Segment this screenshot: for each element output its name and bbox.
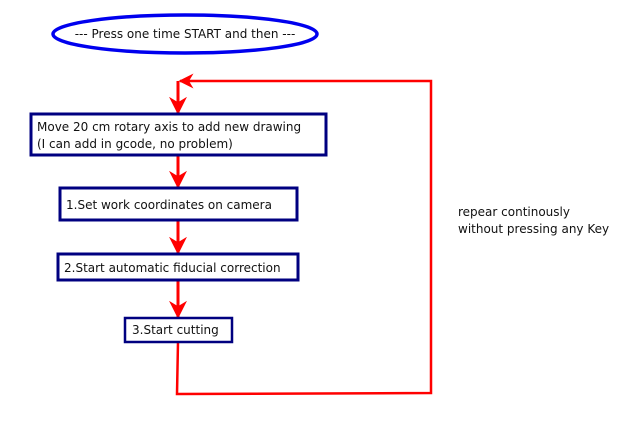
step-move-line1: Move 20 cm rotary axis to add new drawin… (37, 120, 301, 134)
start-label: --- Press one time START and then --- (75, 27, 296, 41)
step-2-box: 2.Start automatic fiducial correction (56, 252, 300, 282)
step-move-box: Move 20 cm rotary axis to add new drawin… (29, 112, 328, 157)
loop-note-line2: without pressing any Key (458, 222, 609, 236)
step-1-label: 1.Set work coordinates on camera (66, 198, 272, 212)
loop-note-line1: repear continously (458, 205, 570, 219)
loop-note: repear continously without pressing any … (458, 205, 609, 236)
step-3-box: 3.Start cutting (123, 316, 234, 344)
step-3-label: 3.Start cutting (132, 323, 219, 337)
step-2-label: 2.Start automatic fiducial correction (64, 261, 281, 275)
step-move-line2: (I can add in gcode, no problem) (37, 137, 233, 151)
step-1-box: 1.Set work coordinates on camera (58, 186, 299, 222)
start-ellipse: --- Press one time START and then --- (51, 13, 319, 55)
loop-arrow (175, 73, 433, 396)
